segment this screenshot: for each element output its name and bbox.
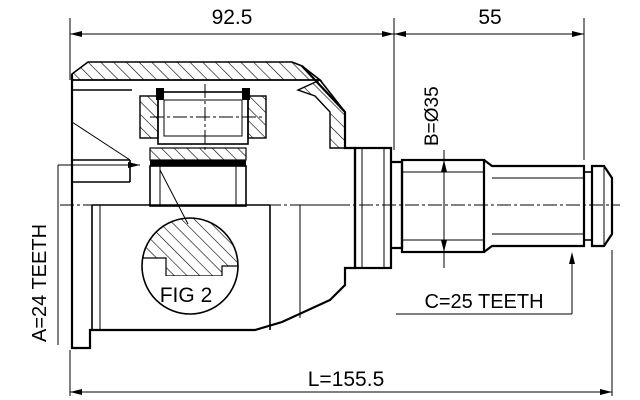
fig-2-detail: FIG 2 [141, 169, 239, 315]
top-dimensions: 92.5 55 [69, 6, 585, 160]
teeth-c-callout: C=25 TEETH [396, 252, 575, 315]
length-label: L=155.5 [308, 368, 385, 391]
dim-55-label: 55 [478, 6, 501, 29]
bore-dimension: B=Ø35 [422, 86, 447, 268]
stub-shaft [391, 158, 614, 254]
teeth-c-label: C=25 TEETH [424, 291, 543, 313]
teeth-a-callout: A=24 TEETH [29, 162, 140, 345]
bore-label: B=Ø35 [422, 86, 443, 146]
dim-92-5-label: 92.5 [212, 6, 253, 29]
tripod-roller [139, 84, 267, 207]
bottom-dimension: L=155.5 [69, 250, 613, 396]
teeth-a-label: A=24 TEETH [29, 224, 51, 342]
fig-2-label: FIG 2 [160, 284, 213, 307]
flange [353, 146, 393, 270]
